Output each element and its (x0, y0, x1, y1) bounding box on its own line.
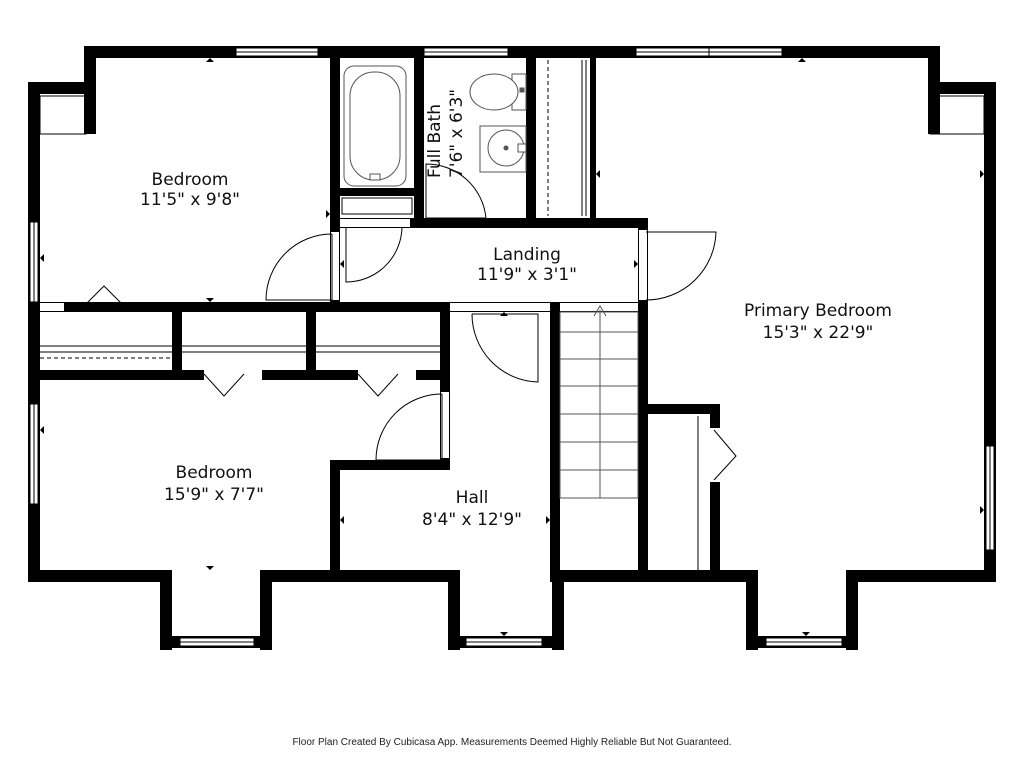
wall-hall-east (550, 306, 560, 582)
door-swing-bath (425, 163, 487, 219)
door-opening-primary (639, 230, 647, 300)
wall-closet-div1 (172, 312, 182, 380)
door-swing-bedroom-nw (265, 233, 333, 301)
wall-closet-south-1 (28, 370, 204, 380)
wall-hall-north-jog (330, 460, 450, 470)
tub-ledge (341, 197, 413, 215)
wall-closet-south-3 (416, 370, 450, 380)
wall-closet-south-2 (262, 370, 358, 380)
wall-bedroom-nw-east (330, 58, 340, 308)
wall-nw-jog (84, 46, 96, 134)
full-bath-label-group: Full Bath 7'6" x 6'3" (425, 89, 467, 178)
door-swing-primary (645, 231, 717, 301)
wall-primary-closet-stub2 (710, 482, 720, 582)
hall-opening (450, 303, 550, 311)
wall-closet-div3 (440, 312, 450, 466)
wall-landing-north (330, 218, 648, 228)
door-swing-landing-w (345, 227, 403, 283)
wall-hall-bay-w (448, 570, 460, 650)
wall-nw-step (28, 82, 96, 94)
room-dims-landing: 11'9" x 3'1" (477, 265, 577, 285)
floor-plan-credit: Floor Plan Created By Cubicasa App. Meas… (292, 737, 731, 748)
wall-sw-bay-w (160, 570, 172, 650)
wall-primary-west (638, 218, 648, 582)
wall-closet-div2 (306, 312, 316, 380)
wall-south-w (28, 570, 172, 582)
wall-south-e (552, 570, 758, 582)
wall-north (84, 46, 940, 58)
room-name-hall: Hall (456, 488, 489, 508)
bathtub-basin (349, 71, 401, 181)
door-opening-bedroom-nw (331, 232, 339, 300)
wall-primary-closet-north (648, 404, 720, 414)
closet-nw-corner (39, 95, 87, 135)
windows (29, 47, 995, 647)
wall-hall-bay-e (552, 570, 564, 650)
stair-arrow-icon (593, 305, 607, 317)
room-dims-bedroom-nw: 11'5" x 9'8" (140, 190, 240, 210)
wall-mid-horizontal (28, 302, 648, 312)
wall-primary-closet-stub1 (710, 404, 720, 428)
wall-west (28, 82, 40, 582)
wall-se-bay-e (846, 570, 858, 650)
bifold-door-closet-1 (203, 373, 245, 397)
door-opening-bath (340, 219, 410, 227)
wall-hall-west (330, 460, 340, 582)
wall-ne-step (928, 82, 996, 94)
toilet-bowl-icon (469, 73, 519, 111)
wall-bath-east (526, 58, 536, 228)
room-name-full-bath: Full Bath (425, 104, 445, 178)
door-opening-hall-closet (441, 392, 449, 458)
stairs (559, 305, 639, 499)
room-dims-hall: 8'4" x 12'9" (422, 510, 522, 530)
room-name-bedroom-sw: Bedroom (176, 463, 253, 483)
stair-run (559, 311, 639, 499)
wall-se-bay-w (746, 570, 758, 650)
wall-closet-east (590, 58, 596, 218)
closet-opening-nw (40, 303, 64, 311)
door-swing-hall (471, 313, 539, 383)
bifold-door-primary-closet (713, 429, 737, 481)
room-name-bedroom-nw: Bedroom (152, 170, 229, 190)
room-name-primary-bedroom: Primary Bedroom (744, 301, 892, 321)
closet-ne-corner (929, 95, 985, 135)
room-dims-bedroom-sw: 15'9" x 7'7" (164, 485, 264, 505)
door-swing-hall-closet (375, 393, 443, 461)
tub-faucet-icon (369, 173, 381, 181)
bifold-door-closet-2 (357, 373, 399, 397)
room-dims-full-bath: 7'6" x 6'3" (447, 89, 467, 178)
bath-fixtures (343, 65, 527, 187)
wall-south-far-e (846, 570, 996, 582)
wall-south-mid (260, 570, 460, 582)
sink-faucet-icon (517, 143, 527, 153)
closet-lines (39, 60, 985, 570)
wall-sw-bay-e (260, 570, 272, 650)
room-dims-primary-bedroom: 15'3" x 22'9" (763, 323, 874, 343)
wall-tub-south (330, 188, 422, 196)
bifold-door-closet-nw (85, 285, 123, 305)
room-name-landing: Landing (493, 245, 561, 265)
wall-bath-west (414, 58, 424, 222)
dimension-ticks (40, 58, 984, 636)
